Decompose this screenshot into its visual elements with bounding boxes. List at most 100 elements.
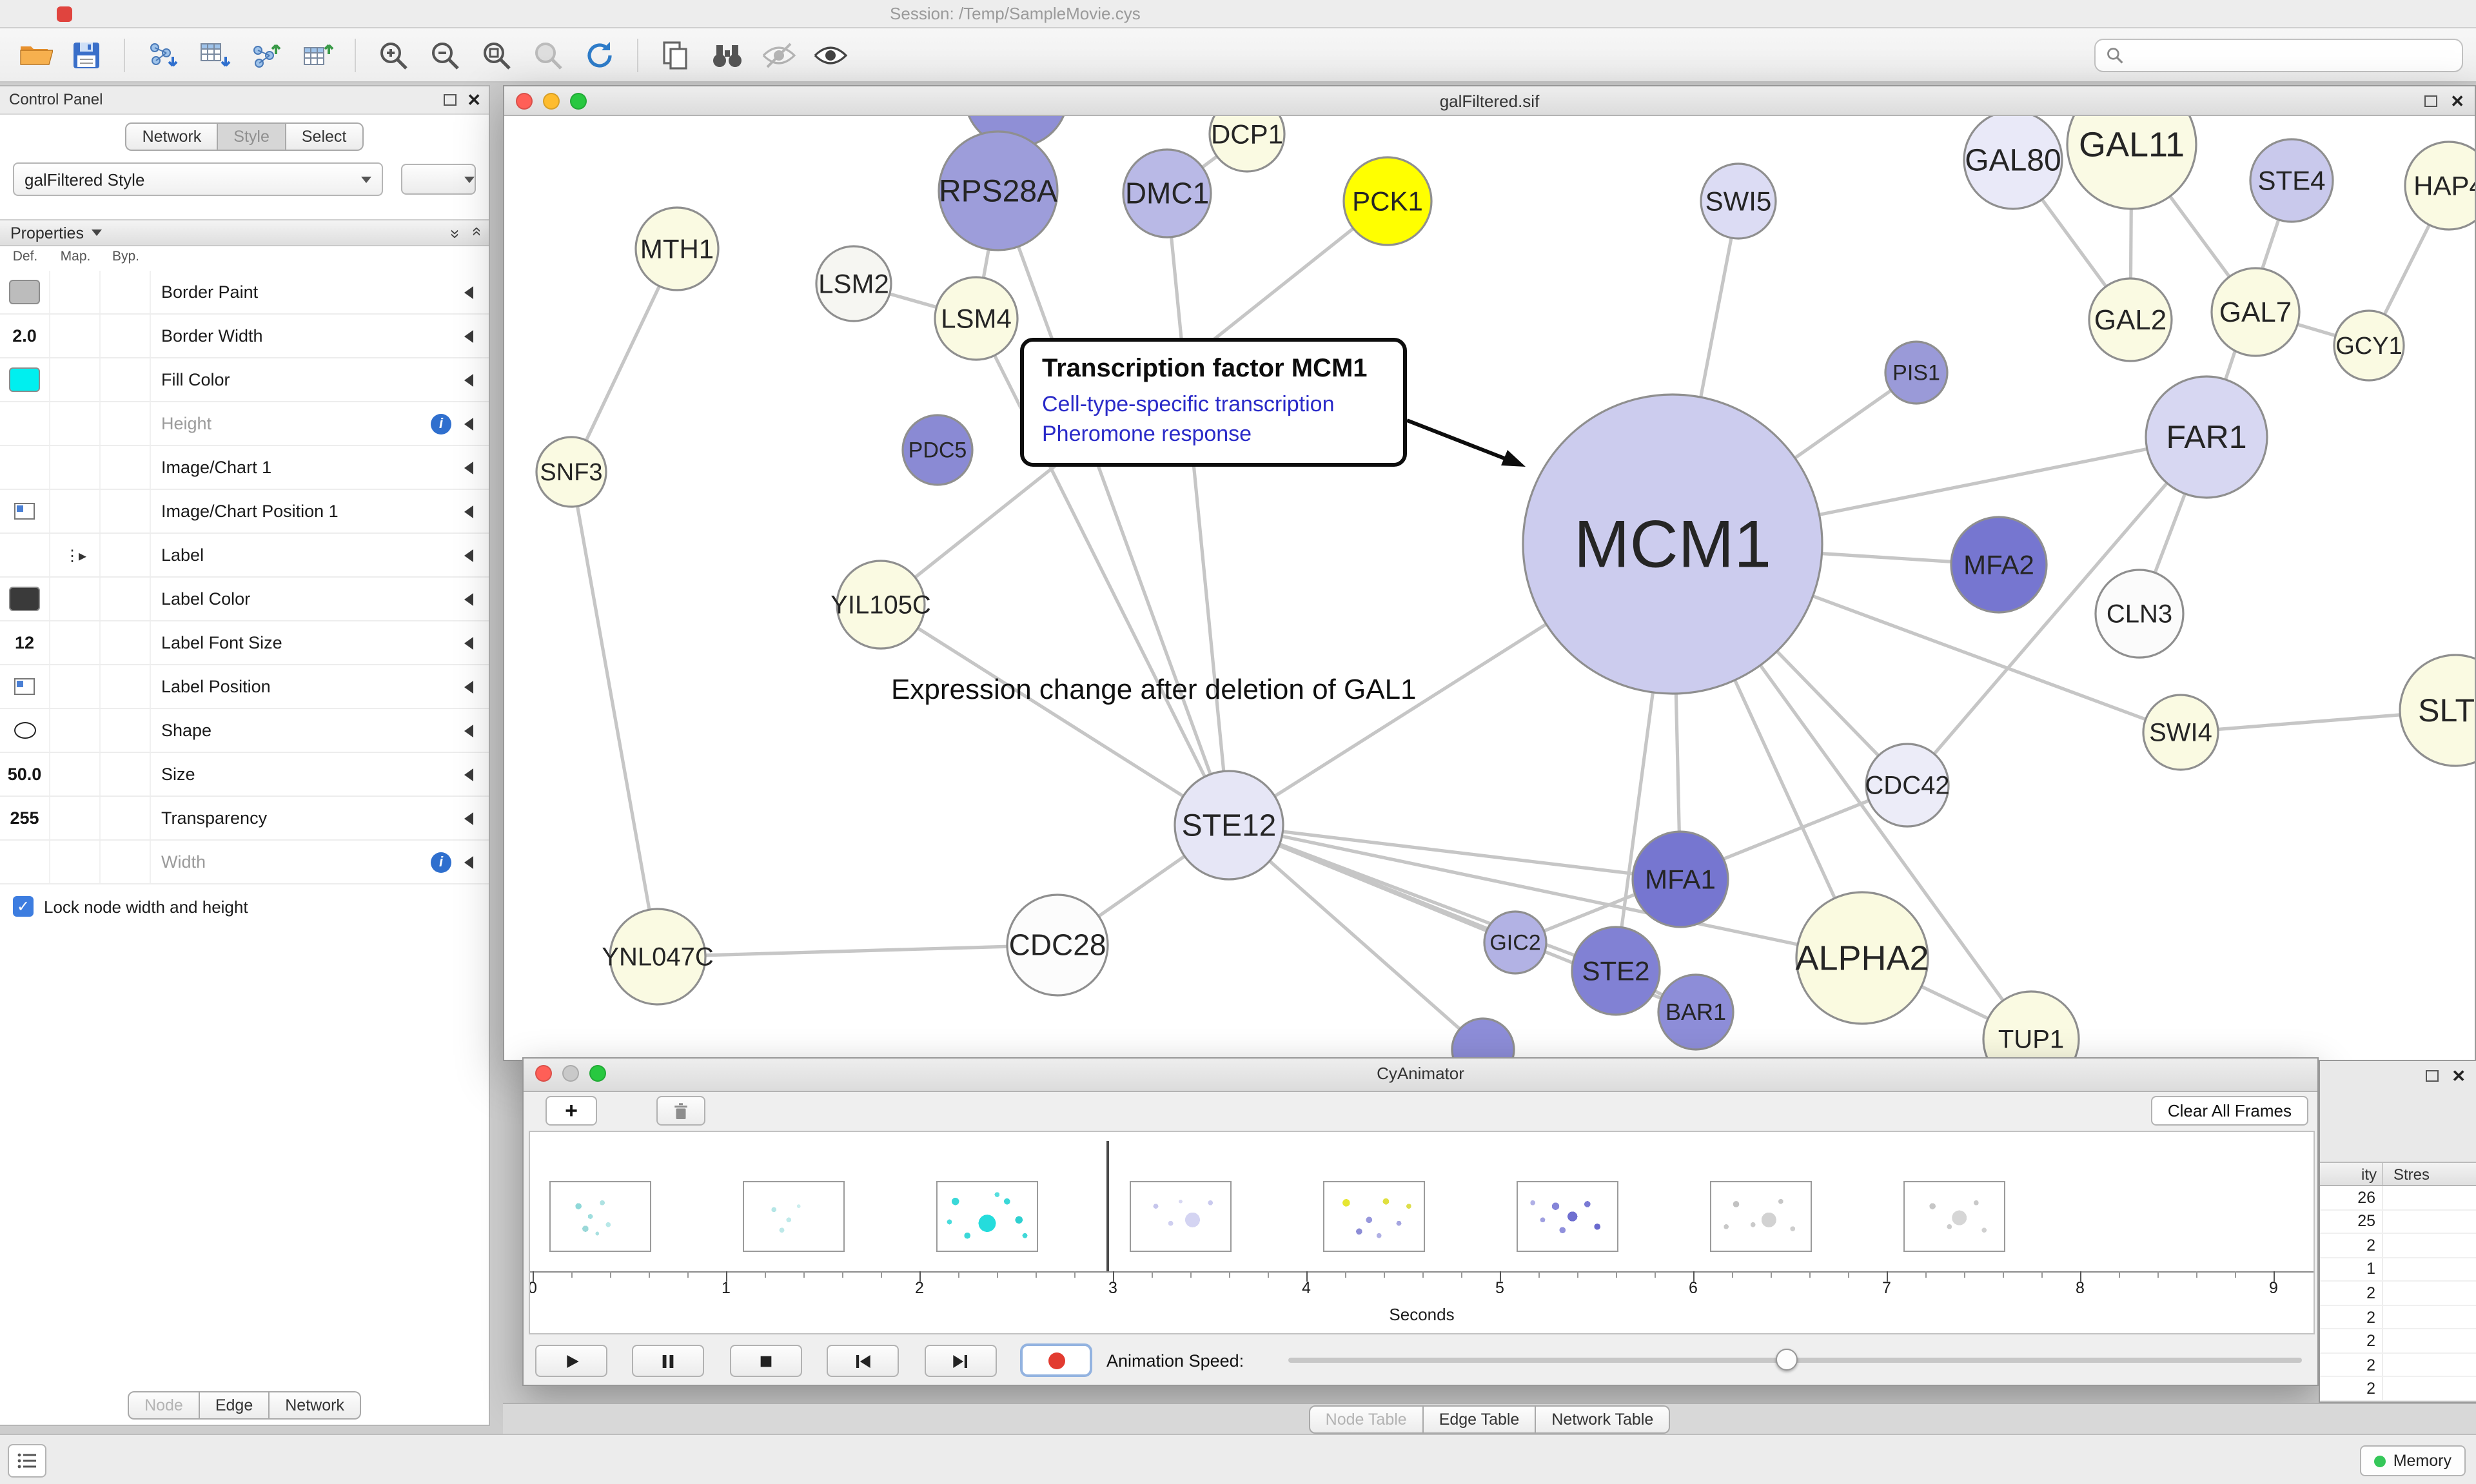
table-cell-empty[interactable] <box>2383 1330 2476 1352</box>
column-header-stress[interactable]: Stres <box>2393 1166 2430 1184</box>
annotation-link-2[interactable]: Pheromone response <box>1042 421 1252 446</box>
next-frame-button[interactable] <box>925 1345 997 1377</box>
frame-thumbnail-1[interactable] <box>743 1181 845 1252</box>
tab-network[interactable]: Network <box>125 122 219 151</box>
pause-button[interactable] <box>632 1345 704 1377</box>
network-window-titlebar[interactable]: galFiltered.sif ✕ <box>504 86 2475 116</box>
network-node-cdc42[interactable]: CDC42 <box>1865 743 1950 828</box>
tab-select[interactable]: Select <box>286 122 364 151</box>
cyanimator-titlebar[interactable]: CyAnimator <box>524 1059 2317 1092</box>
expand-arrow-icon[interactable] <box>464 461 473 474</box>
expand-arrow-icon[interactable] <box>464 636 473 649</box>
frame-thumbnail-3[interactable] <box>1130 1181 1232 1252</box>
clear-all-frames-button[interactable]: Clear All Frames <box>2150 1096 2308 1126</box>
close-view-icon[interactable]: ✕ <box>2450 92 2464 111</box>
tab-network-style[interactable]: Network <box>270 1391 361 1420</box>
network-node-far1[interactable]: FAR1 <box>2145 375 2268 499</box>
tab-network-table[interactable]: Network Table <box>1536 1405 1671 1433</box>
export-network-icon[interactable] <box>244 33 288 77</box>
property-row-shape[interactable]: Shape <box>0 709 489 753</box>
table-row[interactable]: 2 <box>2320 1234 2476 1258</box>
previous-frame-button[interactable] <box>827 1345 899 1377</box>
table-cell-empty[interactable] <box>2383 1234 2476 1256</box>
network-node-pck1[interactable]: PCK1 <box>1342 156 1433 246</box>
annotation-arrow[interactable] <box>1406 418 1526 467</box>
frame-thumbnail-6[interactable] <box>1710 1181 1812 1252</box>
playhead[interactable] <box>1106 1141 1109 1271</box>
color-swatch[interactable] <box>9 367 40 392</box>
table-cell-empty[interactable] <box>2383 1378 2476 1400</box>
table-cell-value[interactable]: 26 <box>2320 1186 2383 1209</box>
show-all-icon[interactable] <box>809 33 852 77</box>
network-node-pdc5[interactable]: PDC5 <box>901 414 974 486</box>
network-node-gal7[interactable]: GAL7 <box>2210 267 2301 357</box>
property-row-border-paint[interactable]: Border Paint <box>0 271 489 315</box>
table-row[interactable]: 2 <box>2320 1377 2476 1401</box>
annotation-link-1[interactable]: Cell-type-specific transcription <box>1042 392 1335 416</box>
table-cell-value[interactable]: 1 <box>2320 1258 2383 1281</box>
network-node-cdc28[interactable]: CDC28 <box>1006 893 1109 997</box>
network-node-pis1[interactable]: PIS1 <box>1884 340 1949 405</box>
column-header-centrality[interactable]: ity <box>2320 1163 2383 1185</box>
property-row-fill-color[interactable]: Fill Color <box>0 358 489 402</box>
expand-all-icon[interactable]: » <box>446 229 466 237</box>
network-node-snf3[interactable]: SNF3 <box>535 436 607 508</box>
expand-arrow-icon[interactable] <box>464 592 473 605</box>
network-node-gal80[interactable]: GAL80 <box>1963 116 2063 210</box>
color-swatch[interactable] <box>9 587 40 611</box>
expand-arrow-icon[interactable] <box>464 812 473 825</box>
network-edge[interactable] <box>1165 193 1231 826</box>
tab-node-style[interactable]: Node <box>128 1391 200 1420</box>
network-node-ste2[interactable]: STE2 <box>1571 926 1661 1016</box>
table-row[interactable]: 1 <box>2320 1258 2476 1282</box>
expand-arrow-icon[interactable] <box>464 768 473 781</box>
network-node-gal11[interactable]: GAL11 <box>2066 116 2197 210</box>
table-row[interactable]: 2 <box>2320 1329 2476 1354</box>
zoom-fit-icon[interactable] <box>475 33 518 77</box>
record-button[interactable] <box>1020 1343 1092 1377</box>
import-table-icon[interactable] <box>192 33 236 77</box>
network-node-cln3[interactable]: CLN3 <box>2094 569 2185 659</box>
style-selector[interactable]: galFiltered Style <box>13 162 383 196</box>
zoom-window-icon[interactable] <box>589 1065 606 1082</box>
network-edge[interactable] <box>569 471 660 957</box>
network-edge[interactable] <box>974 317 1231 826</box>
color-swatch[interactable] <box>9 280 40 304</box>
network-edge[interactable] <box>996 190 1231 826</box>
zoom-selected-icon[interactable] <box>526 33 570 77</box>
copy-icon[interactable] <box>654 33 698 77</box>
property-row-label[interactable]: ⋮▸Label <box>0 534 489 578</box>
network-node-hap4[interactable]: HAP4 <box>2404 141 2475 231</box>
table-row[interactable]: 2 <box>2320 1353 2476 1378</box>
zoom-out-icon[interactable] <box>423 33 467 77</box>
table-cell-value[interactable]: 2 <box>2320 1329 2383 1352</box>
frame-thumbnail-4[interactable] <box>1323 1181 1425 1252</box>
network-edge[interactable] <box>1228 823 1681 881</box>
property-row-image-chart-position-1[interactable]: Image/Chart Position 1 <box>0 490 489 534</box>
properties-header[interactable]: Properties » » <box>0 219 489 246</box>
table-cell-empty[interactable] <box>2383 1186 2476 1209</box>
network-node-mfa1[interactable]: MFA1 <box>1631 830 1729 928</box>
network-node-yil105c[interactable]: YIL105C <box>830 560 931 650</box>
float-panel-icon[interactable] <box>444 94 457 106</box>
frame-thumbnail-5[interactable] <box>1517 1181 1618 1252</box>
search-input[interactable] <box>2132 45 2451 64</box>
zoom-in-icon[interactable] <box>371 33 415 77</box>
expand-arrow-icon[interactable] <box>464 724 473 737</box>
canvas-caption[interactable]: Expression change after deletion of GAL1 <box>891 673 1417 705</box>
network-node-node1[interactable] <box>1451 1017 1515 1060</box>
first-neighbors-icon[interactable] <box>705 33 749 77</box>
expand-arrow-icon[interactable] <box>464 329 473 342</box>
network-node-ynl047c[interactable]: YNL047C <box>602 908 714 1006</box>
expand-arrow-icon[interactable] <box>464 505 473 518</box>
expand-arrow-icon[interactable] <box>464 549 473 561</box>
network-node-gal2[interactable]: GAL2 <box>2088 277 2173 362</box>
minimize-window-icon[interactable] <box>562 1065 579 1082</box>
network-edge[interactable] <box>1906 436 2208 786</box>
delete-frame-button[interactable] <box>656 1096 705 1126</box>
collapse-all-icon[interactable]: » <box>465 229 485 237</box>
